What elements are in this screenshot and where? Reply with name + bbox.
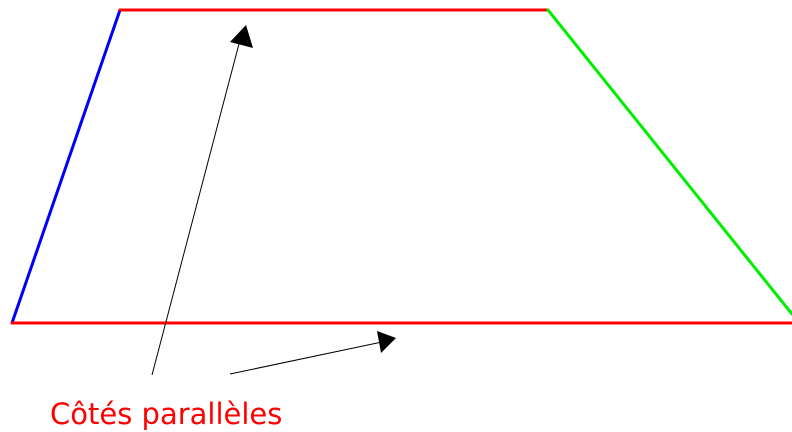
left-side-blue <box>10 8 122 325</box>
arrow-to-top-side-head <box>230 25 253 48</box>
arrow-to-bottom-side-head <box>377 331 396 353</box>
caption-parallel-sides: Côtés parallèles <box>50 397 282 431</box>
right-side-green <box>546 8 792 316</box>
arrow-to-top-side-shaft <box>151 39 241 376</box>
arrow-to-bottom-side-shaft <box>229 341 383 375</box>
